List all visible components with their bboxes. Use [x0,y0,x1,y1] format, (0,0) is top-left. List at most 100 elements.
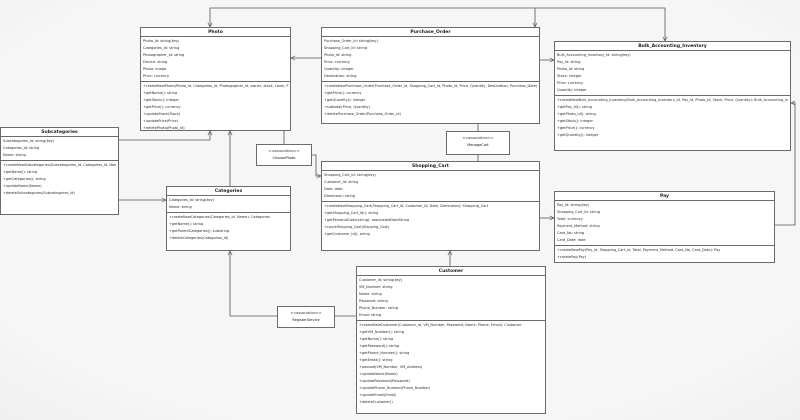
association-choose-photo[interactable]: <<association>> ChoosePhoto [256,144,312,166]
uml-member: +getPrice(): currency [557,126,595,130]
uml-member: +getPhoto_Id(): string [557,112,596,116]
class-customer-title: Customer [357,267,545,276]
class-shopping-cart[interactable]: Shopping_Cart Shopping_Cart_Id: string(k… [321,161,540,251]
uml-member: +updateName(Name) [359,372,398,376]
uml-member: Name: string [359,292,382,296]
uml-member: +getPrice(): currency [324,91,362,95]
uml-member: +countShipping_Cost(Shipping_Cost) [324,225,390,229]
class-bulk-accounting-inventory[interactable]: Bulk_Accounting_Inventory Bulk_Accountin… [554,41,791,151]
uml-member: Shopping_Cart_Id: string(key) [324,173,376,177]
uml-member: Quantity: integer [324,67,354,71]
association-register-service[interactable]: <<association>> RegisterService [277,306,335,328]
uml-member: +getPassword(): string [359,344,400,348]
class-pay-operations: +createNewPay(Pay_Id, Shopping_Cart_Id, … [555,246,774,262]
edge-association-choose-photo-shopping-cart [312,154,322,179]
class-shopping-cart-operations: +createNewShopping_Cart(Shopping_Cart_Id… [322,202,539,250]
uml-member: +createNewPurchase_Order(Purchase_Order_… [324,84,537,88]
uml-member: +getParentCategories(): substring [169,229,230,233]
uml-member: +createNewCategories(Categories_Id, Name… [169,215,270,219]
uml-member: Price: currency [557,81,584,85]
uml-member: +createNewShopping_Cart(Shopping_Cart_Id… [324,204,489,208]
uml-member: +getPay_Id(): string [557,105,592,109]
uml-member: +passwd(VM_Number, VM_Address) [359,365,423,369]
uml-member: +getPersonalCode(string): associatedData… [324,218,410,222]
association-choose-photo-stereotype: <<association>> [268,148,300,153]
uml-member: Date: date [324,187,343,191]
uml-member: +createNewPhoto(Photo_Id, Categories_Id,… [143,84,288,88]
uml-member: +getVM_Number(): string [359,330,404,334]
uml-member: Bulk_Accounting_Inventory_Id: string(key… [557,53,631,57]
class-customer-attributes: Customer_Id: string(key)VM_Number: strin… [357,276,545,321]
uml-member: Pay_Id: string(key) [557,203,590,207]
uml-member: +updatePrice(Price) [143,119,179,123]
uml-member: Photo_Id: string [557,67,585,71]
edge-subcategories-photo [119,130,213,141]
class-bulk-accounting-inventory-title: Bulk_Accounting_Inventory [555,42,790,51]
uml-member: Email: string [359,313,382,317]
uml-member: +updateEmail(Email) [359,393,397,397]
uml-member: +getPhone_Number(): string [359,351,410,355]
uml-member: +getEmail(): string [359,358,393,362]
class-pay[interactable]: Pay Pay_Id: string(key)Shopping_Cart_Id:… [554,191,775,263]
uml-member: Total: currency [557,217,583,221]
class-bulk-accounting-inventory-attributes: Bulk_Accounting_Inventory_Id: string(key… [555,51,790,96]
class-shopping-cart-title: Shopping_Cart [322,162,539,171]
class-subcategories-attributes: Subcategories_Id: string(key)Categories_… [1,137,118,161]
uml-member: Pay_Id: string [557,60,581,64]
uml-member: Card_Date: date [557,238,586,242]
association-choose-photo-name: ChoosePhoto [272,155,296,160]
uml-member: Destination: string [324,74,357,78]
uml-member: +updatePassword(Password) [359,379,410,383]
uml-member: +getName(): string [169,222,204,226]
class-shopping-cart-attributes: Shopping_Cart_Id: string(key)Customer_Id… [322,171,539,202]
uml-member: +getStock(): integer [557,119,593,123]
class-subcategories-title: Subcategories [1,128,118,137]
class-categories-attributes: Categories_Id: string(key)Name: string [167,196,290,213]
uml-member: Phone_Number: string [359,306,398,310]
class-bulk-accounting-inventory-operations: +createNewBulk_Accounting_Inventory(Bulk… [555,96,790,150]
uml-member: Payment_Method: string [557,224,600,228]
uml-member: +getQuantity(): integer [557,133,599,137]
uml-member: VM_Number: string [359,285,393,289]
uml-member: +updatePhone_Number(Phone_Number) [359,386,431,390]
class-photo[interactable]: Photo Photo_Id: string(key)Categories_Id… [140,27,291,131]
uml-member: Name: string [3,153,26,157]
class-customer-operations: +createNewCustomer(Customer_Id, VM_Numbe… [357,321,545,413]
uml-member: +subtotal(Price, Quantity) [324,105,370,109]
uml-member: +createNewCustomer(Customer_Id, VM_Numbe… [359,323,522,327]
uml-member: +deleteSubcategories(Subcategories_Id) [3,191,75,195]
uml-member: Categories_Id: string [143,46,180,50]
association-register-service-name: RegisterService [292,317,320,322]
association-manage-cart[interactable]: <<association>> ManageCart [446,131,510,155]
uml-member: +createNewSubcategories(Subcategories_Id… [3,163,116,167]
class-categories-title: Categories [167,187,290,196]
uml-member: +getCategories(): string [3,177,46,181]
class-pay-attributes: Pay_Id: string(key) Shopping_Cart_Id: str… [555,201,774,246]
uml-member: Dimension: string [324,194,355,198]
uml-member: +createNewPay(Pay_Id, Shopping_Cart_Id, … [557,248,721,252]
association-manage-cart-stereotype: <<association>> [462,135,494,140]
uml-member: Photo_Id: string [324,53,352,57]
class-categories[interactable]: Categories Categories_Id: string(key)Nam… [166,186,291,251]
uml-member: Quantity: integer [557,88,587,92]
uml-member: Subcategories_Id: string(key) [3,139,55,143]
uml-member: +deletePurchase_Order(Purchase_Order_Id) [324,112,401,116]
uml-member: +updateStock(Stock) [143,112,181,116]
uml-member: Password: string [359,299,388,303]
uml-member: +deleteCustomer() [359,400,393,404]
class-subcategories-operations: +createNewSubcategories(Subcategories_Id… [1,161,118,214]
uml-member: Photographer_Id: string [143,53,185,57]
uml-member: Shopping_Cart_Id: string [557,210,600,214]
class-purchase-order[interactable]: Purchase_Order Purchase_Order_Id: string… [321,27,540,124]
uml-member: Price: currency [324,60,351,64]
uml-member: +createPay(Pay) [557,255,587,259]
class-customer[interactable]: Customer Customer_Id: string(key)VM_Numb… [356,266,546,414]
class-subcategories[interactable]: Subcategories Subcategories_Id: string(k… [0,127,119,215]
uml-member: Shopping_Cart_Id: string [324,46,367,50]
uml-member: +getPrice(): currency [143,105,181,109]
uml-member: +getName(): string [143,91,178,95]
uml-member: Purchase_Order_Id: string(key) [324,39,378,43]
uml-member: +getName(): string [359,337,394,341]
edge-association-register-categories [227,250,277,317]
